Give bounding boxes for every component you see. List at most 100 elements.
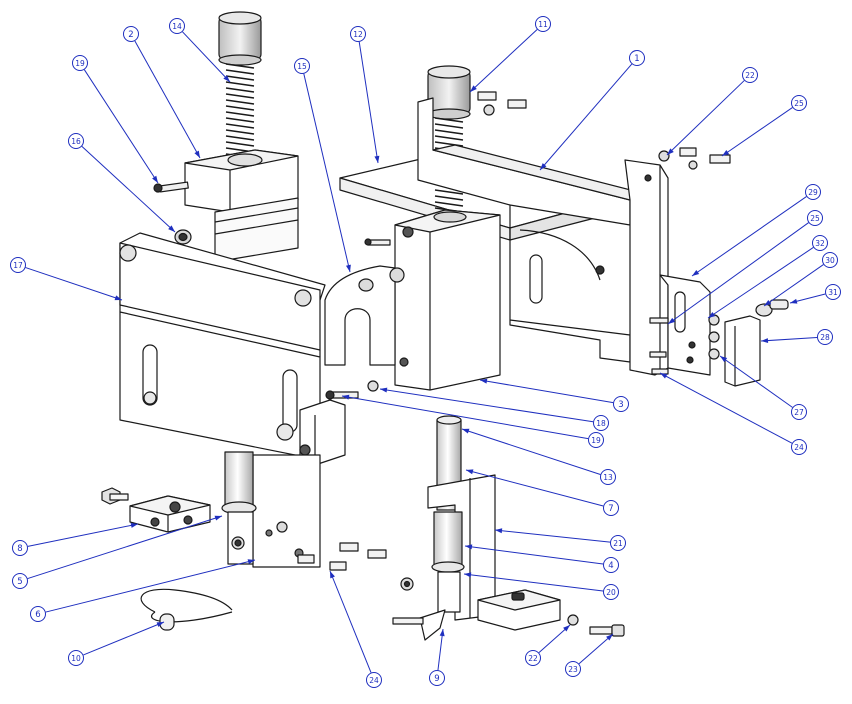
spring-block-left (184, 149, 299, 263)
leader-arrowhead (168, 225, 175, 232)
leader-arrowhead (342, 394, 350, 400)
balloon-number: 8 (17, 544, 22, 554)
leader-line (45, 559, 256, 613)
washer-18 (367, 380, 379, 392)
leader-arrowhead (761, 338, 769, 344)
balloon (791, 439, 807, 455)
balloon (600, 469, 616, 485)
screw-block-center (364, 238, 391, 246)
callout-24: 24 (659, 372, 807, 455)
leader-line (83, 69, 159, 184)
balloon-number: 3 (618, 400, 623, 410)
leader-line (691, 196, 807, 277)
leader-arrowhead (156, 622, 164, 627)
balloon (30, 606, 46, 622)
balloon-number: 11 (538, 20, 548, 29)
spring-left (225, 63, 255, 159)
bolts-center-top (477, 91, 527, 116)
balloon (429, 670, 445, 686)
clamp-block-8 (129, 495, 211, 533)
callout-3: 3 (479, 378, 629, 412)
balloon-number: 25 (794, 99, 804, 108)
balloon-number: 27 (794, 408, 804, 417)
leader-arrowhead (152, 175, 158, 183)
balloon-number: 13 (603, 473, 613, 482)
leader-arrowhead (464, 572, 472, 578)
callout-27: 27 (719, 355, 807, 420)
balloon-number: 9 (434, 674, 439, 684)
callout-11: 11 (469, 16, 551, 93)
balloon (603, 584, 619, 600)
leader-arrowhead (345, 264, 351, 272)
callout-18: 18 (379, 387, 609, 431)
callouts-layer: 1234567891011121314151617181919202122222… (10, 16, 841, 688)
ring-30 (755, 303, 773, 317)
leader-arrowhead (764, 299, 772, 306)
balloon-number: 22 (528, 654, 538, 663)
side-bracket-29 (659, 274, 711, 376)
leader-line (329, 570, 372, 673)
balloon (350, 26, 366, 42)
callout-20: 20 (463, 572, 619, 600)
leader-line (358, 41, 379, 164)
leader-arrowhead (465, 544, 473, 550)
balloon-number: 10 (71, 654, 81, 663)
callout-19: 19 (341, 394, 604, 448)
screw-19-center (325, 390, 359, 400)
leader-arrowhead (194, 150, 200, 158)
lower-guide-left (252, 454, 321, 568)
balloon (169, 18, 185, 34)
leader-arrowhead (563, 625, 570, 632)
leader-arrowhead (114, 295, 122, 301)
clip-28 (724, 315, 761, 387)
callout-28: 28 (760, 329, 833, 345)
balloon (366, 672, 382, 688)
balloon-number: 18 (596, 419, 606, 428)
balloon-number: 25 (810, 214, 820, 223)
leader-line (578, 633, 614, 665)
balloon-number: 28 (820, 333, 830, 342)
callout-32: 32 (707, 235, 828, 319)
leader-line (341, 395, 589, 440)
balloon (10, 257, 26, 273)
leader-arrowhead (495, 528, 503, 534)
callout-21: 21 (494, 528, 626, 551)
leader-arrowhead (606, 634, 613, 641)
callout-25: 25 (667, 210, 823, 325)
callout-31: 31 (789, 284, 841, 304)
balloon (535, 16, 551, 32)
balloon (68, 133, 84, 149)
spring-block-center (394, 209, 501, 391)
balloon (805, 184, 821, 200)
leader-arrowhead (466, 469, 474, 475)
callout-5: 5 (12, 515, 223, 589)
leader-line (182, 31, 231, 83)
balloon (791, 404, 807, 420)
leader-arrowhead (223, 75, 230, 82)
balloon-number: 21 (613, 539, 623, 548)
balloon (294, 58, 310, 74)
balloon (123, 26, 139, 42)
leader-arrowhead (720, 356, 728, 363)
leader-arrowhead (540, 163, 547, 170)
leader-arrowhead (790, 298, 798, 304)
balloon-number: 12 (353, 30, 363, 39)
callout-8: 8 (12, 522, 139, 556)
balloon (565, 661, 581, 677)
balloon (603, 557, 619, 573)
balloon (807, 210, 823, 226)
shaft-left (221, 451, 257, 565)
clamp-block-lower (477, 589, 561, 631)
leader-line (666, 80, 745, 156)
callout-9: 9 (429, 628, 445, 686)
balloon (613, 396, 629, 412)
leader-line (760, 336, 818, 342)
bolt-23 (589, 624, 625, 637)
leader-arrowhead (667, 148, 674, 155)
callout-4: 4 (464, 544, 619, 573)
callout-23: 23 (565, 633, 614, 677)
bolts-24-lower (297, 542, 414, 591)
washer-27b (708, 348, 720, 360)
callout-25: 25 (721, 95, 807, 157)
